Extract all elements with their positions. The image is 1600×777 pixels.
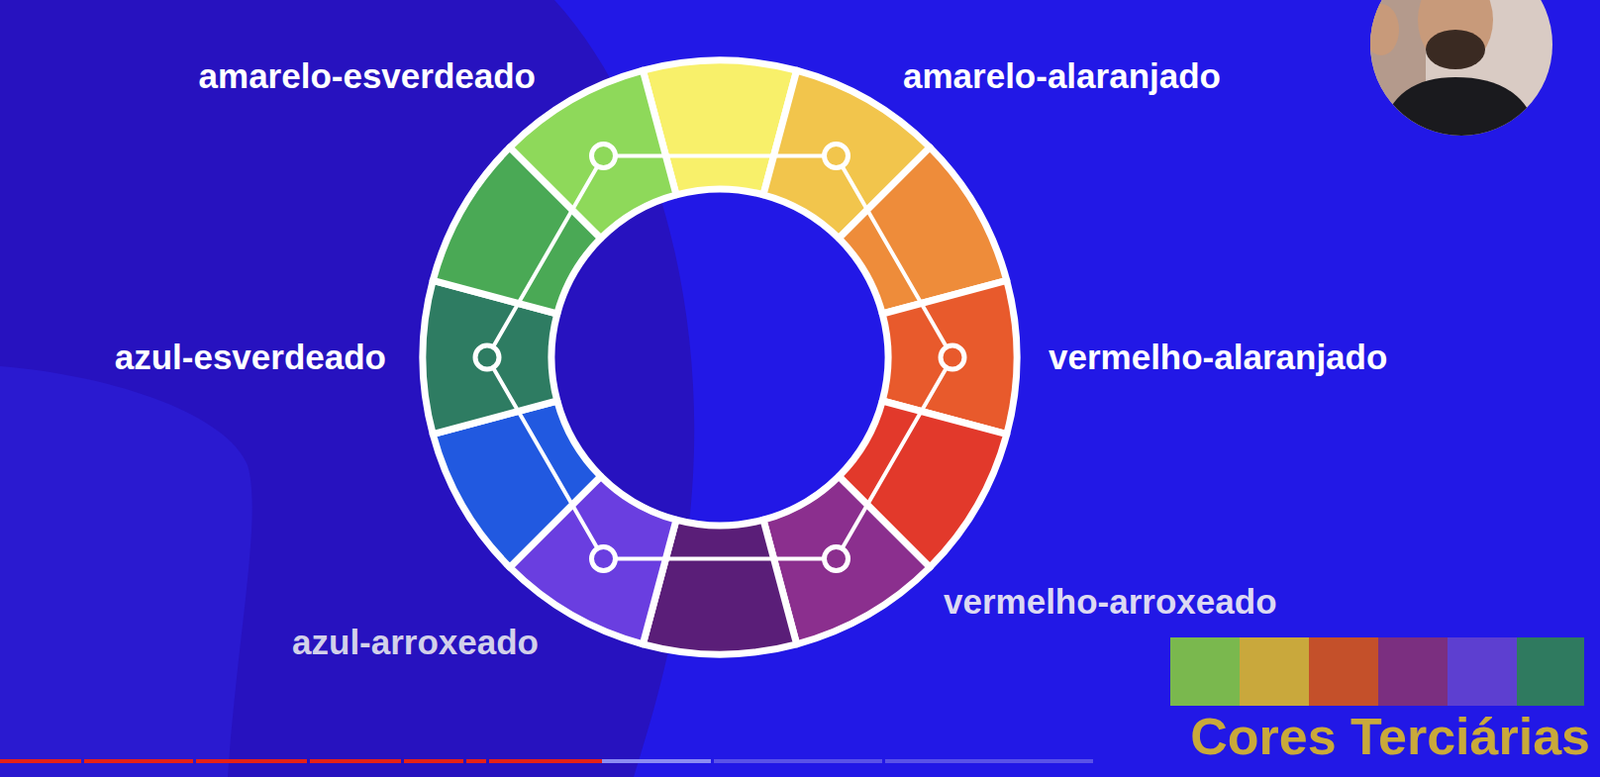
- hexagon-dot: [824, 143, 849, 168]
- hexagon-dot: [592, 143, 616, 168]
- progress-bar: [0, 759, 1094, 764]
- title-text: Cores Terciárias: [1190, 710, 1591, 763]
- hexagon-dot: [592, 547, 616, 572]
- color-label: azul-arroxeado: [292, 623, 539, 663]
- tertiary-hexagon: [475, 143, 965, 571]
- webcam-image: [1363, 0, 1565, 149]
- background-blob: [0, 366, 253, 777]
- color-label: amarelo-esverdeado: [199, 57, 536, 97]
- hexagon-dot: [824, 547, 849, 572]
- hexagon-line: [487, 155, 953, 559]
- hexagon-dot: [475, 345, 500, 370]
- color-strip: [1170, 637, 1585, 706]
- hexagon-dot: [940, 345, 965, 370]
- color-label: vermelho-alaranjado: [1048, 338, 1388, 378]
- color-label: vermelho-arroxeado: [943, 583, 1278, 622]
- color-wheel: [422, 60, 1017, 655]
- background-blob: [0, 0, 695, 777]
- color-label: azul-esverdeado: [114, 338, 387, 378]
- color-label: amarelo-alaranjado: [902, 57, 1221, 97]
